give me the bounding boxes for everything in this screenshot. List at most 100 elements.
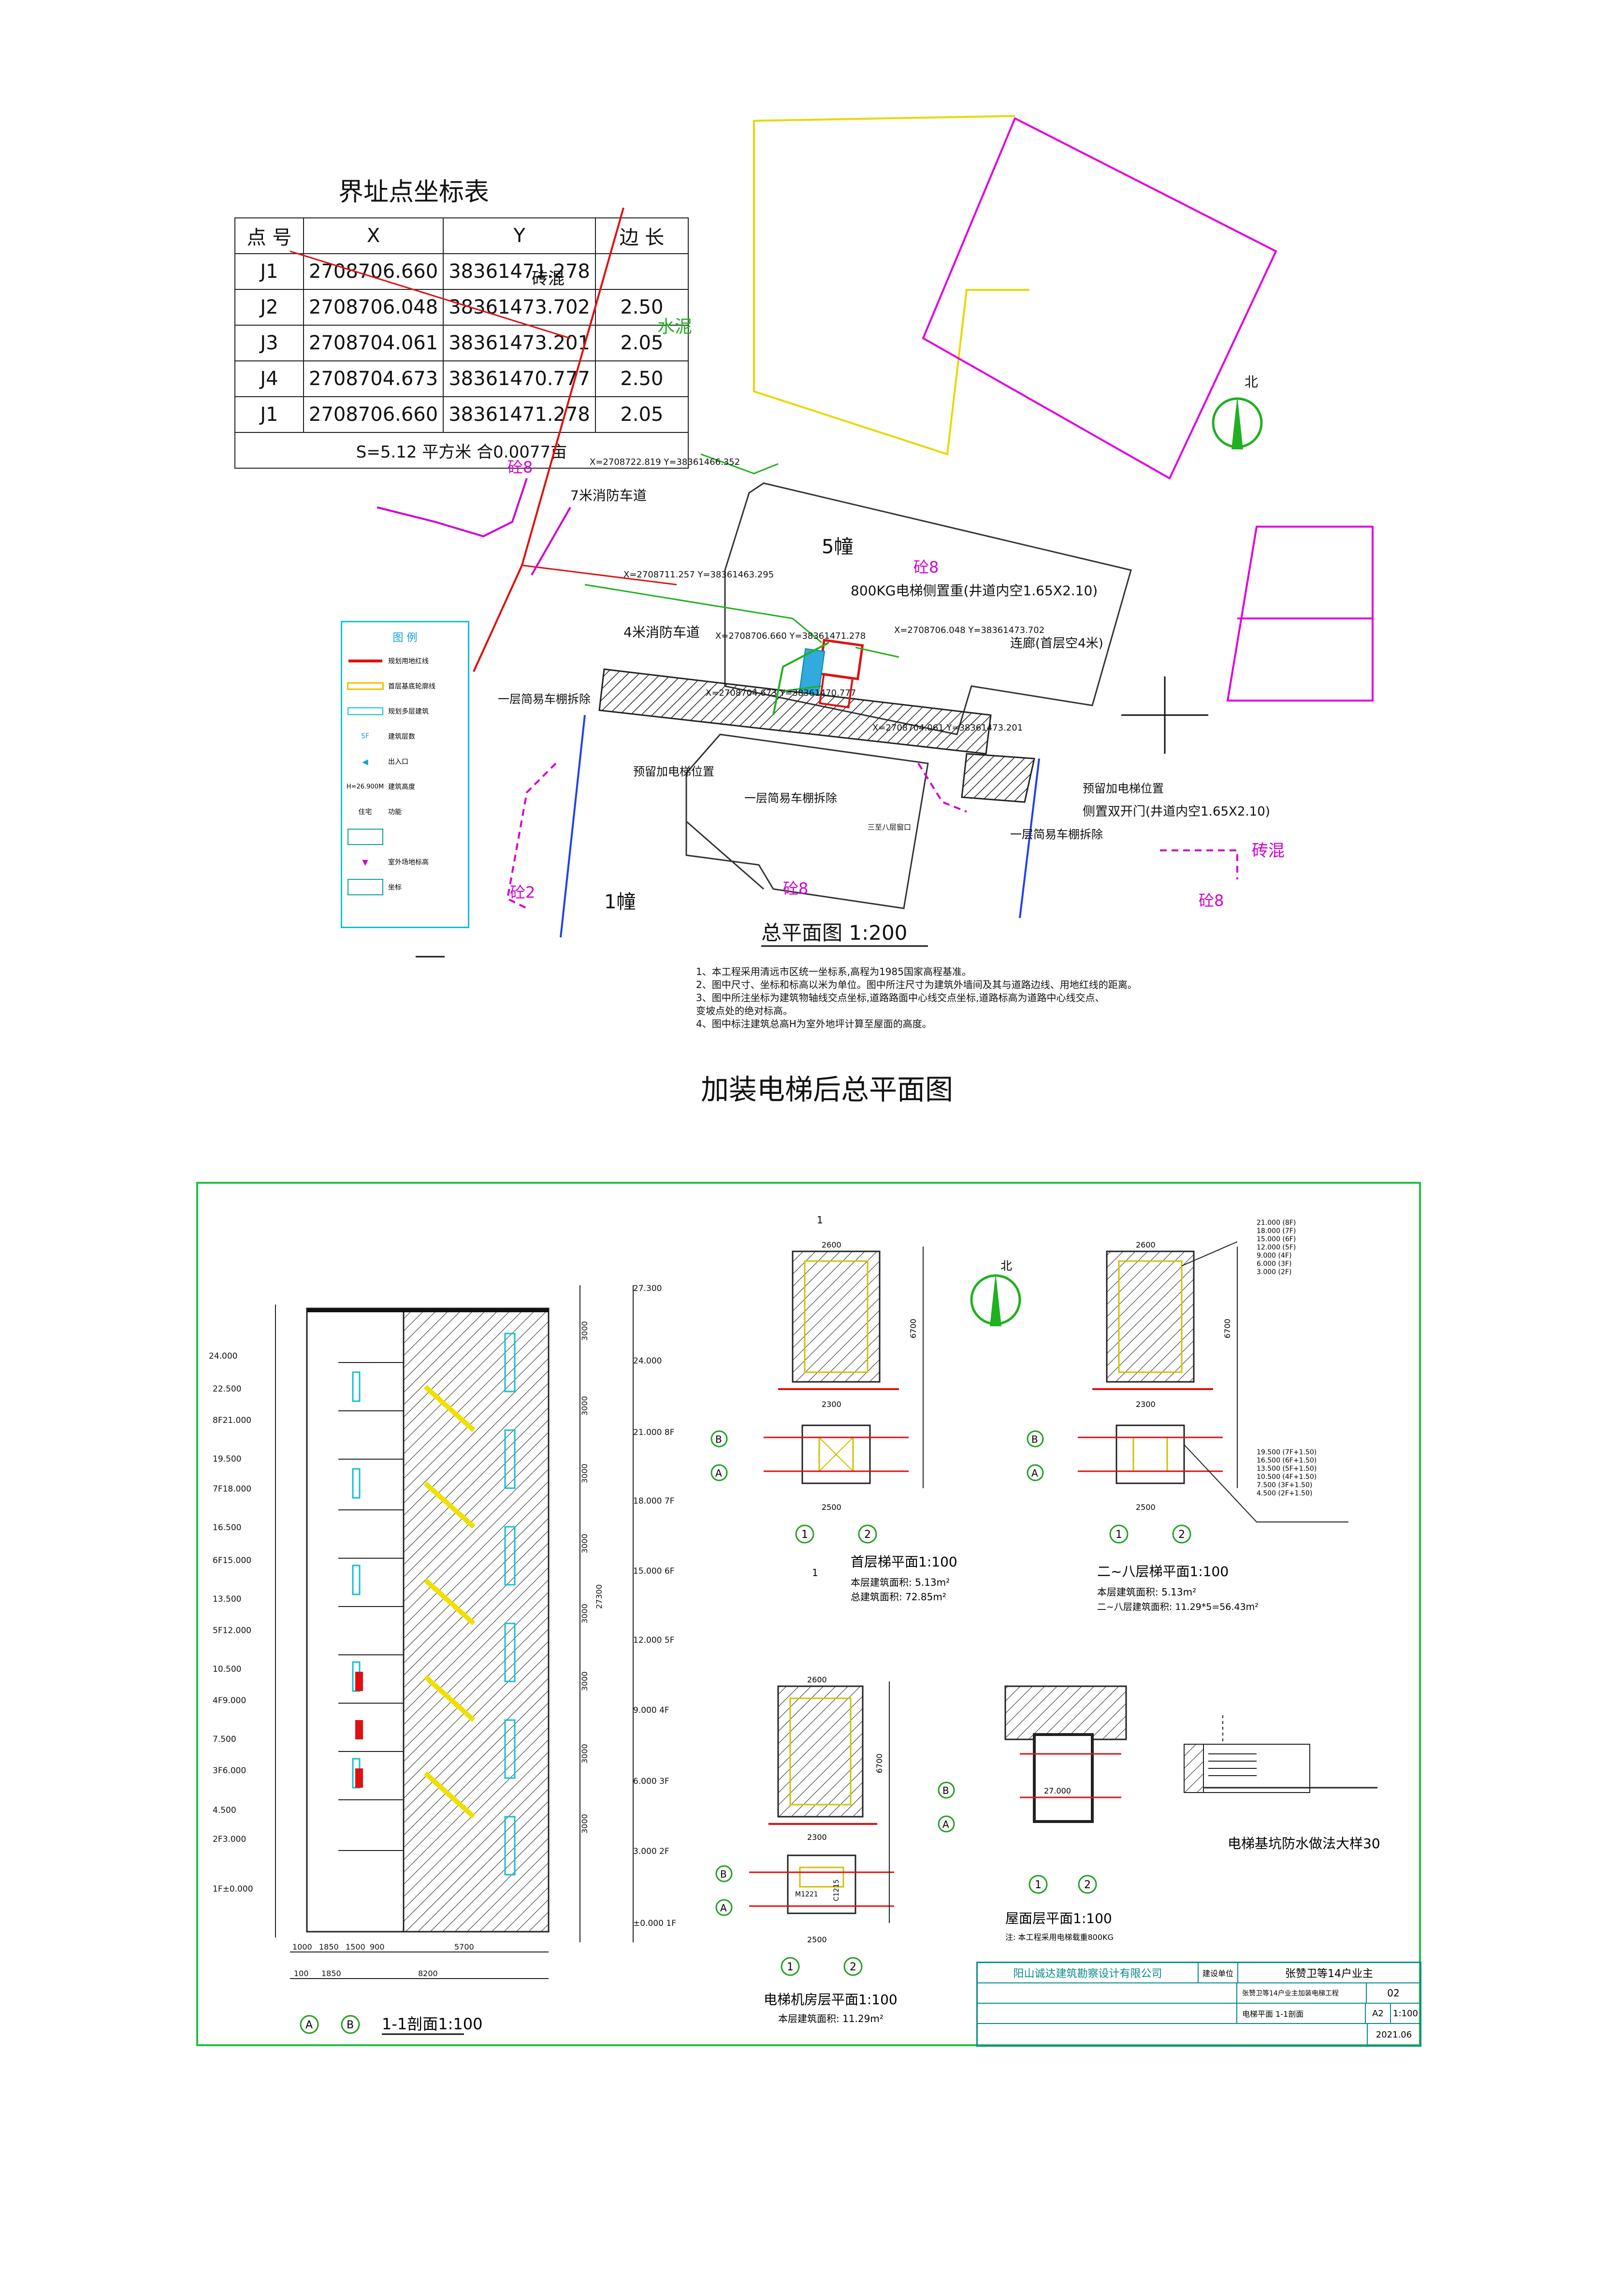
legend-item [342, 824, 468, 849]
plan-upper: B A 1 2 2600 2300 2500 6700 21.000 (8F) … [1027, 1219, 1348, 1612]
label-coord-5: X=2708704.673 Y=38361470.777 [706, 688, 856, 698]
waterproof-detail: 电梯基坑防水做法大样30 [1184, 1715, 1380, 1851]
table-row: S=5.12 平方米 合0.0077亩 [234, 432, 689, 469]
svg-text:12.000 5F: 12.000 5F [633, 1636, 674, 1645]
svg-text:2: 2 [850, 1961, 856, 1973]
svg-text:3000: 3000 [580, 1464, 589, 1483]
svg-text:19.500 (7F+1.50): 19.500 (7F+1.50) [1257, 1449, 1317, 1456]
site-notes: 1、本工程采用清远市区统一坐标系,高程为1985国家高程基准。 2、图中尺寸、坐… [696, 966, 1137, 1030]
svg-text:2500: 2500 [807, 1935, 827, 1944]
svg-text:5F12.000: 5F12.000 [213, 1626, 251, 1636]
svg-text:本层建筑面积: 5.13m²: 本层建筑面积: 5.13m² [851, 1577, 950, 1588]
svg-text:6700: 6700 [909, 1319, 918, 1338]
svg-text:27300: 27300 [594, 1584, 604, 1609]
svg-text:1000: 1000 [292, 1942, 312, 1952]
svg-text:A: A [720, 1902, 727, 1914]
site-plan-title: 总平面图 1:200 [761, 921, 907, 945]
section-drawing: A B 1-1剖面1:100 [275, 1285, 634, 2035]
svg-text:15.000 6F: 15.000 6F [633, 1566, 674, 1576]
label-concrete-8a: 砼8 [507, 458, 533, 476]
header-length: 边 长 [594, 217, 689, 254]
svg-text:8F21.000: 8F21.000 [213, 1416, 251, 1425]
svg-text:3.000 2F: 3.000 2F [633, 1847, 669, 1856]
coord-table-header: 点 号 X Y 边 长 [234, 217, 689, 254]
section-axis-b: B [347, 2019, 354, 2031]
label-cement: 水泥 [657, 317, 692, 337]
sheet-date: 2021.06 [1367, 2024, 1420, 2045]
cell-x: 2708706.660 [303, 396, 444, 433]
svg-text:16.500 (6F+1.50): 16.500 (6F+1.50) [1257, 1457, 1317, 1464]
svg-text:6F15.000: 6F15.000 [213, 1556, 251, 1565]
label-reserve-1: 预留加电梯位置 [633, 765, 714, 778]
svg-text:A: A [942, 1819, 949, 1830]
svg-text:2300: 2300 [807, 1833, 827, 1842]
svg-text:3000: 3000 [580, 1534, 589, 1553]
cell-point: J3 [234, 325, 304, 361]
label-brick: 砖混 [532, 269, 565, 288]
cell-y: 38361470.777 [443, 360, 596, 397]
label-corridor: 连廊(首层空4米) [1010, 636, 1103, 651]
cell-x: 2708704.061 [303, 325, 444, 361]
svg-text:2: 2 [864, 1529, 871, 1541]
svg-text:24.000: 24.000 [633, 1356, 662, 1366]
legend-title: 图 例 [392, 632, 418, 644]
label-demolish-1: 一层简易车棚拆除 [498, 692, 591, 706]
label-coord-1: X=2708722.819 Y=38361466.352 [590, 457, 740, 467]
svg-text:9.000 4F: 9.000 4F [633, 1706, 669, 1715]
cell-point: J1 [234, 396, 304, 433]
svg-text:2600: 2600 [822, 1240, 841, 1249]
label-building-1: 1幢 [604, 891, 636, 913]
legend-item: 规划多层建筑 [342, 699, 468, 724]
svg-text:21.000 8F: 21.000 8F [633, 1428, 674, 1437]
sheet-border [196, 1182, 1421, 2046]
svg-text:15.000 (6F): 15.000 (6F) [1257, 1235, 1296, 1243]
svg-text:4F9.000: 4F9.000 [213, 1696, 246, 1706]
svg-text:2300: 2300 [822, 1400, 841, 1409]
svg-text:2600: 2600 [807, 1675, 827, 1684]
svg-text:13.500: 13.500 [213, 1594, 241, 1604]
svg-text:A: A [1031, 1467, 1038, 1479]
svg-text:1: 1 [1115, 1529, 1122, 1541]
svg-text:6.000 3F: 6.000 3F [633, 1777, 669, 1786]
cell-point: J2 [234, 289, 304, 326]
svg-text:4.500 (2F+1.50): 4.500 (2F+1.50) [1257, 1490, 1312, 1497]
cell-x: 2708706.660 [303, 253, 444, 290]
cell-length: 2.50 [594, 360, 689, 397]
building-5-outline [724, 482, 1132, 735]
svg-text:10.500 (4F+1.50): 10.500 (4F+1.50) [1257, 1473, 1317, 1481]
plan-roof: B A 1 2 27.000 屋面层平面1:100 注: 本工程采用电梯载重80… [938, 1685, 1127, 1942]
svg-text:注: 本工程采用电梯载重800KG: 注: 本工程采用电梯载重800KG [1005, 1933, 1114, 1942]
label-reserve-2: 预留加电梯位置 [1083, 782, 1164, 795]
north-label: 北 [1245, 374, 1258, 390]
cell-y: 38361473.201 [443, 325, 596, 361]
cell-point: J1 [234, 253, 304, 290]
svg-text:3.000 (2F): 3.000 (2F) [1257, 1268, 1291, 1276]
svg-text:3F6.000: 3F6.000 [213, 1766, 246, 1776]
svg-text:24.000: 24.000 [209, 1351, 237, 1361]
svg-text:本层建筑面积: 5.13m²: 本层建筑面积: 5.13m² [1097, 1586, 1196, 1598]
svg-text:B: B [1031, 1434, 1038, 1445]
svg-text:1: 1 [812, 1567, 818, 1578]
svg-text:18.000 7F: 18.000 7F [633, 1496, 674, 1506]
legend-item: 首层基底轮廓线 [342, 674, 468, 699]
svg-text:2500: 2500 [822, 1503, 841, 1512]
svg-text:6700: 6700 [875, 1753, 884, 1773]
plan-machine-title: 电梯机房层平面1:100 [764, 1992, 898, 2008]
svg-text:7F18.000: 7F18.000 [213, 1484, 251, 1494]
legend-item: 坐标 [342, 875, 468, 900]
legend-item: ◀出入口 [342, 749, 468, 774]
svg-text:12.000 (5F): 12.000 (5F) [1257, 1244, 1296, 1251]
yellow-outline [753, 115, 1029, 456]
svg-text:10.500: 10.500 [213, 1665, 241, 1674]
label-elevator-note: 800KG电梯侧置重(井道内空1.65X2.10) [851, 583, 1098, 599]
company-name: 阳山诚达建筑勘察设计有限公司 [978, 1963, 1199, 1982]
svg-text:900: 900 [370, 1942, 385, 1952]
magenta-building [922, 117, 1277, 480]
label-coord-4: X=2708706.048 Y=38361473.702 [894, 625, 1044, 635]
red-line-2 [290, 250, 571, 339]
label-building-5: 5幢 [822, 536, 853, 558]
page-caption: 加装电梯后总平面图 [701, 1073, 954, 1106]
svg-text:1: 1 [1035, 1879, 1042, 1891]
